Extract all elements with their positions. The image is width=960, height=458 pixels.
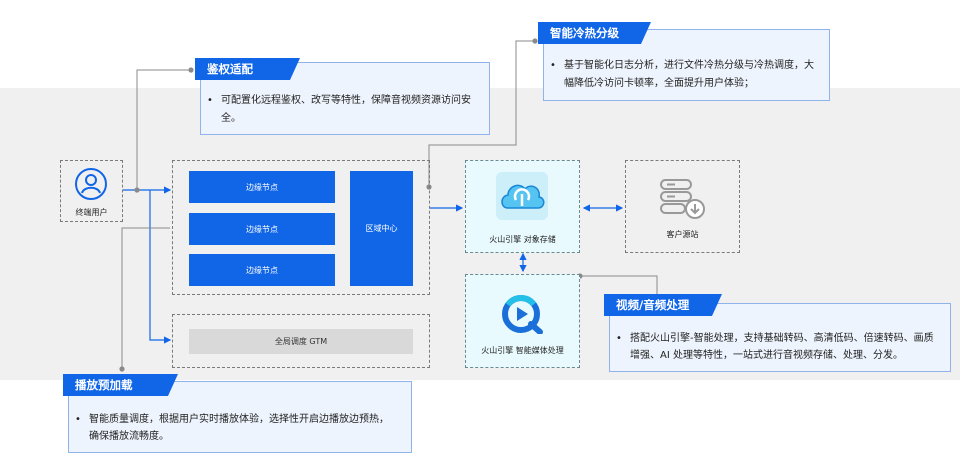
media-processing-label: 火山引擎 智能媒体处理 <box>481 346 564 355</box>
media-callout-line-1: •搭配火山引擎-智能处理，支持基础转码、高清低码、倍速转码、画质 <box>616 333 934 344</box>
server-download-icon <box>657 177 707 221</box>
media-callout-line-2: 增强、AI 处理等特性，一站式进行音视频存储、处理、分发。 <box>630 350 903 361</box>
end-user-box <box>60 160 123 222</box>
preload-callout-line-2: 确保播放流畅度。 <box>89 431 169 442</box>
preload-callout-title: 播放预加载 <box>63 374 178 396</box>
media-callout-title: 视频/音频处理 <box>604 294 722 316</box>
gtm-box <box>172 314 430 368</box>
customer-origin-box <box>625 160 740 253</box>
end-user-label: 终端用户 <box>75 208 108 217</box>
media-play-icon <box>500 294 544 335</box>
cloud-storage-icon <box>494 170 550 222</box>
auth-callout-title: 鉴权适配 <box>195 58 300 80</box>
edge-node-3: 边缘节点 <box>189 254 335 286</box>
tiering-callout-line-1: •基于智能化日志分析，进行文件冷热分级与冷热调度，大 <box>550 60 814 71</box>
gtm-label: 全局调度 GTM <box>189 329 413 354</box>
edge-node-2: 边缘节点 <box>189 213 335 245</box>
tiering-callout-title: 智能冷热分级 <box>538 22 651 44</box>
edge-cluster-box <box>172 160 430 295</box>
tiering-callout-line-2: 幅降低冷访问卡顿率，全面提升用户体验； <box>564 78 754 89</box>
object-storage-label: 火山引擎 对象存储 <box>489 235 556 244</box>
preload-callout-line-1: •智能质量调度，根据用户实时播放体验，选择性开启边播放边预热， <box>75 414 389 425</box>
region-center: 区域中心 <box>350 171 413 286</box>
customer-origin-label: 客户源站 <box>666 230 699 239</box>
edge-node-1: 边缘节点 <box>189 171 335 203</box>
auth-callout-line-1: •可配置化远程鉴权、改写等特性，保障音视频资源访问安 <box>207 95 471 106</box>
auth-callout-line-2: 全。 <box>221 113 241 124</box>
media-processing-box <box>465 274 580 368</box>
user-circle-icon <box>74 167 108 201</box>
